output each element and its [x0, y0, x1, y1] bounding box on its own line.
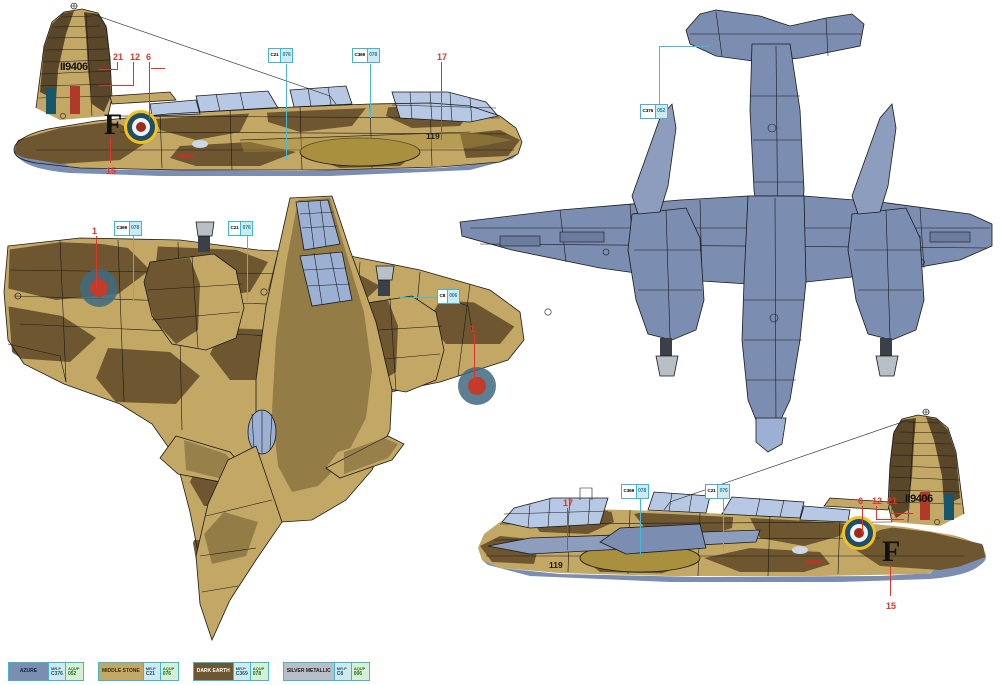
paint-brand-1: C369: [623, 488, 635, 494]
paint-code-1: 078: [369, 52, 378, 58]
paint-code-box[interactable]: C369 078: [114, 221, 142, 236]
paint-code-box[interactable]: C8 006: [437, 289, 460, 304]
callout-number: 6: [858, 496, 864, 506]
callout-number: 12: [872, 496, 883, 506]
leader-line: [149, 62, 150, 120]
legend-brand-1: MR.P C21: [143, 663, 161, 680]
leader-line: [96, 236, 97, 288]
code-letter-port: F: [104, 108, 123, 141]
legend-brand-2: AQUP 052: [66, 663, 83, 680]
leader-line: [890, 566, 891, 596]
callout-number: 6: [146, 52, 152, 62]
roundel-profile-top: [124, 110, 158, 144]
leader-line: [151, 68, 165, 69]
code-letter-starboard: F: [882, 535, 901, 568]
nose-number-starboard: 119: [549, 560, 563, 570]
callout-number: 21: [887, 496, 898, 506]
leader-line: [659, 46, 709, 47]
roundel-plan-port: [80, 269, 118, 307]
paint-code-1: 076: [719, 488, 728, 494]
color-legend: AZURE MR.P C376 AQUP 052 MIDDLE STONE MR…: [8, 662, 370, 681]
leader-line: [723, 499, 724, 551]
paint-brand-1: C21: [230, 225, 239, 231]
serial-number-starboard: II9406: [905, 493, 933, 505]
legend-item-azure[interactable]: AZURE MR.P C376 AQUP 052: [8, 662, 84, 681]
paint-brand-1: C8: [439, 293, 446, 299]
callout-number: 1: [470, 324, 476, 334]
legend-brand-2: AQUP 006: [351, 663, 369, 680]
paint-code-1: 076: [282, 52, 291, 58]
leader-line: [286, 64, 287, 160]
leader-line: [133, 62, 134, 86]
leader-line: [474, 334, 475, 386]
legend-swatch-dark-earth: DARK EARTH: [193, 663, 234, 680]
leader-line: [110, 137, 111, 163]
paint-brand-1: C369: [116, 225, 128, 231]
roundel-plan-stbd: [458, 367, 496, 405]
leader-line: [133, 236, 134, 300]
callout-number: 15: [886, 601, 897, 611]
paint-code-box[interactable]: C21 076: [228, 221, 254, 236]
paint-brand-1: C376: [642, 108, 654, 114]
leader-line: [891, 506, 892, 514]
paint-code-box[interactable]: C369 078: [621, 484, 649, 499]
leader-line: [640, 499, 641, 555]
paint-code-1: 078: [638, 488, 647, 494]
leader-line: [567, 508, 568, 550]
callout-number: 17: [437, 52, 448, 62]
leader-line: [659, 46, 660, 104]
leader-line: [370, 64, 371, 118]
legend-item-silver-metallic[interactable]: SILVER METALLIC MR.P C8 AQUP 006: [282, 662, 370, 681]
view-underside-plan: [459, 9, 993, 453]
leader-line: [247, 236, 248, 302]
legend-brand-1: MR.P C376: [49, 663, 66, 680]
leader-line: [99, 85, 134, 86]
leader-line: [891, 513, 913, 514]
paint-code-1: 078: [131, 225, 140, 231]
legend-brand-2: AQUP 078: [250, 663, 268, 680]
legend-swatch-silver-metallic: SILVER METALLIC: [283, 663, 335, 680]
paint-code-box[interactable]: C369 078: [352, 48, 380, 63]
callout-number: 21: [113, 52, 124, 62]
paint-code-box[interactable]: C376 052: [640, 104, 668, 119]
paint-brand-1: C21: [270, 52, 279, 58]
paint-brand-1: C369: [354, 52, 366, 58]
callout-number: 17: [563, 498, 574, 508]
leader-line: [99, 69, 118, 70]
legend-swatch-middle-stone: MIDDLE STONE: [99, 663, 144, 680]
view-upper-plan: [3, 195, 552, 642]
leader-line: [862, 506, 863, 534]
leader-line: [117, 62, 118, 70]
roundel-profile-bottom: [842, 516, 876, 550]
legend-brand-1: MR.P C8: [334, 663, 352, 680]
leader-line: [876, 519, 904, 520]
callout-number: 1: [92, 226, 98, 236]
leader-line: [400, 297, 438, 298]
callout-number: 15: [106, 166, 117, 176]
legend-swatch-azure: AZURE: [9, 663, 49, 680]
paint-brand-1: C21: [707, 488, 716, 494]
paint-code-1: 076: [242, 225, 251, 231]
legend-item-dark-earth[interactable]: DARK EARTH MR.P C369 AQUP 078: [192, 662, 269, 681]
callout-number: 12: [130, 52, 141, 62]
legend-item-middle-stone[interactable]: MIDDLE STONE MR.P C21 AQUP 076: [98, 662, 179, 681]
legend-brand-2: AQUP 076: [160, 663, 178, 680]
view-port-side-profile: [13, 2, 523, 176]
leader-line: [876, 506, 877, 520]
paint-code-box[interactable]: C21 076: [705, 484, 731, 499]
paint-code-1: 052: [657, 108, 666, 114]
serial-number-port: II9406: [60, 61, 88, 73]
legend-brand-1: MR.P C369: [233, 663, 251, 680]
paint-code-1: 006: [449, 293, 458, 299]
nose-number-port: 119: [426, 131, 440, 141]
paint-code-box[interactable]: C21 076: [268, 48, 294, 63]
leader-line: [441, 62, 442, 140]
